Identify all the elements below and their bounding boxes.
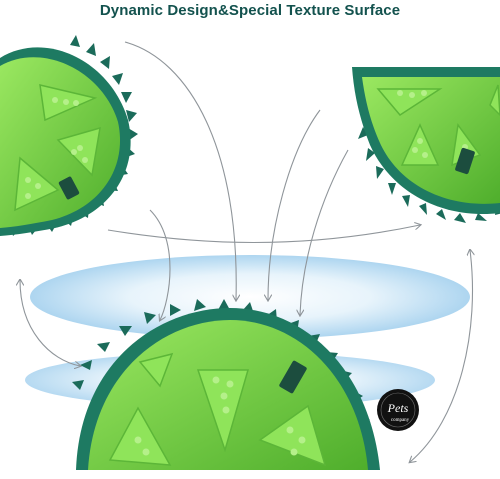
arrow-5 — [107, 225, 420, 244]
arrow-2 — [149, 209, 171, 320]
arrow-3 — [268, 109, 321, 300]
arrow-6 — [20, 280, 80, 366]
headline: Dynamic Design&Special Texture Surface — [99, 2, 401, 19]
arrow-1 — [124, 41, 236, 300]
pets-company-logo: Pets company — [377, 389, 419, 431]
arrow-7 — [410, 250, 473, 462]
motion-ellipse-upper — [30, 255, 470, 339]
arrow-4 — [300, 149, 349, 315]
toy-top-right — [352, 67, 500, 223]
toy-bottom-center — [72, 299, 380, 470]
logo-line2: company — [391, 418, 410, 423]
toy-top-left — [0, 35, 138, 237]
logo-line1: Pets — [387, 401, 409, 415]
